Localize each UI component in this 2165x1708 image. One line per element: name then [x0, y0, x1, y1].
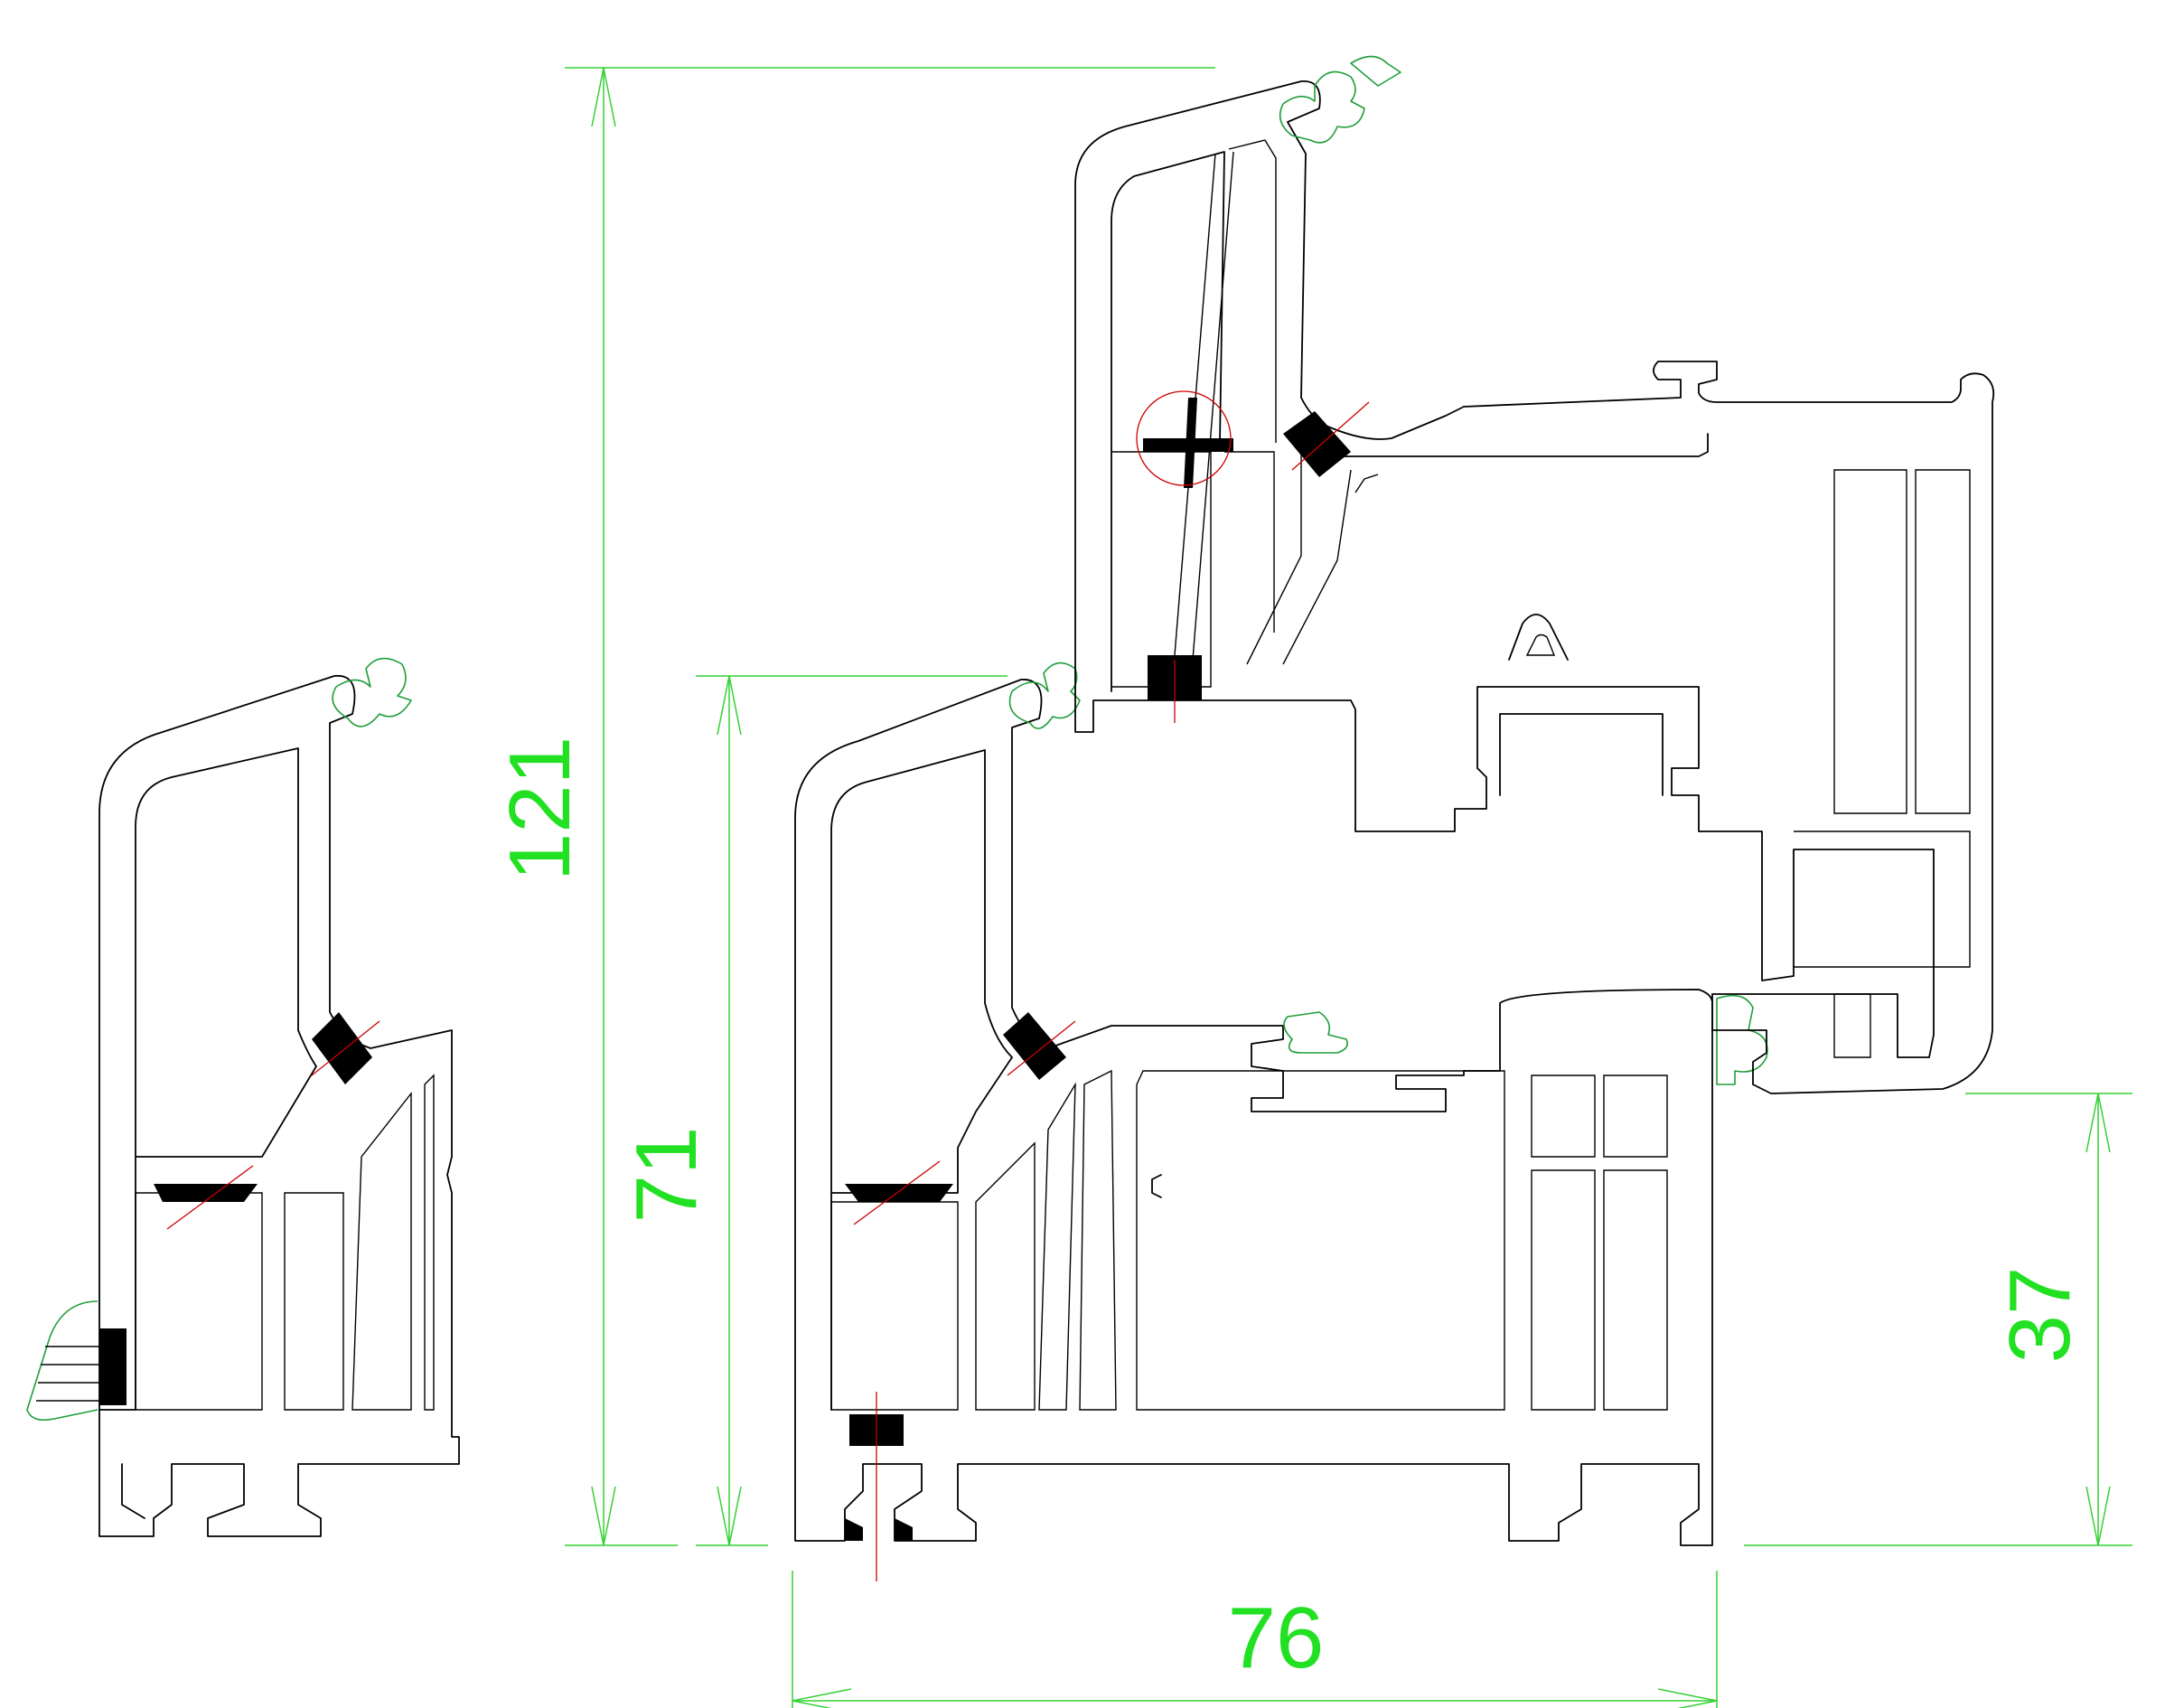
dimension-37: 37 — [1744, 1093, 2132, 1546]
main-frame-profile — [794, 662, 1768, 1581]
left-frame-profile — [26, 657, 460, 1537]
dimension-71: 71 — [618, 675, 1008, 1546]
sash-profile — [1074, 55, 1995, 1094]
dimension-label-121: 121 — [492, 737, 588, 881]
dimension-label-76: 76 — [1228, 1590, 1325, 1686]
dimension-label-37: 37 — [1992, 1267, 2088, 1364]
dimension-label-71: 71 — [618, 1127, 715, 1224]
dimension-121: 121 — [492, 67, 1215, 1546]
dimension-76: 76 — [792, 1571, 1718, 1708]
